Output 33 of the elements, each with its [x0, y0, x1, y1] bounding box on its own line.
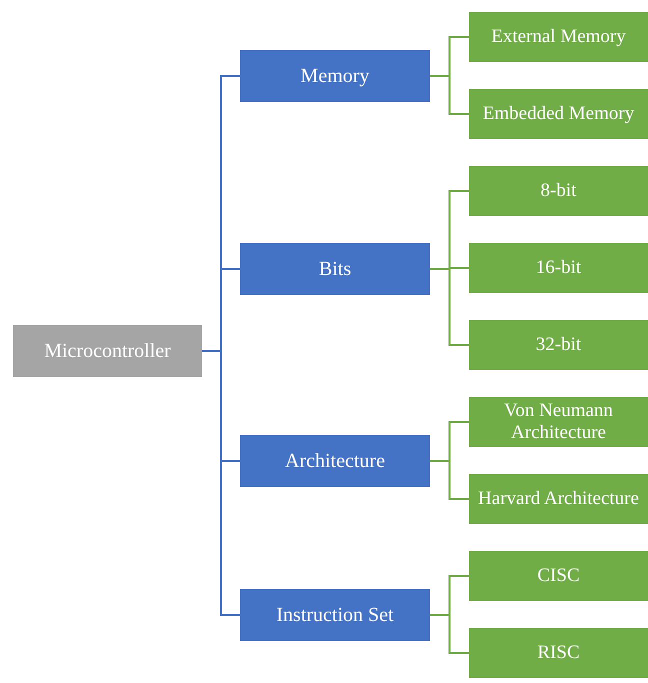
box-label: 8-bit: [540, 180, 576, 202]
box-label: 32-bit: [536, 334, 582, 356]
leaf-box: [469, 320, 648, 370]
connector-line: [430, 268, 469, 346]
connector-line: [430, 460, 469, 500]
leaf-box: [469, 551, 648, 601]
box-label: Architecture: [285, 450, 385, 472]
connector-line: [202, 350, 240, 616]
box-label: Instruction Set: [276, 604, 394, 626]
category-box: [240, 50, 430, 102]
leaf-box: [469, 628, 648, 678]
box-label: Harvard Architecture: [478, 488, 639, 510]
box-label: RISC: [537, 642, 580, 664]
leaf-box: [469, 12, 648, 62]
box-label: Bits: [318, 258, 352, 280]
category-box: [240, 435, 430, 487]
box-label: Memory: [300, 64, 370, 88]
connector-line: [430, 614, 469, 654]
leaf-box: [469, 474, 648, 524]
box-label: Von Neumann Architecture: [503, 400, 614, 444]
category-box: [240, 243, 430, 295]
leaf-box: [469, 166, 648, 216]
category-box: [240, 589, 430, 641]
box-label: Microcontroller: [44, 340, 171, 362]
connector-line: [430, 75, 469, 115]
box-label: Embedded Memory: [482, 103, 634, 125]
box-label: External Memory: [491, 26, 626, 48]
box-label: 16-bit: [536, 257, 582, 279]
root-box: [13, 325, 202, 377]
box-label: CISC: [537, 565, 580, 587]
leaf-box: [469, 243, 648, 293]
leaf-box: [469, 397, 648, 447]
leaf-box: [469, 89, 648, 139]
